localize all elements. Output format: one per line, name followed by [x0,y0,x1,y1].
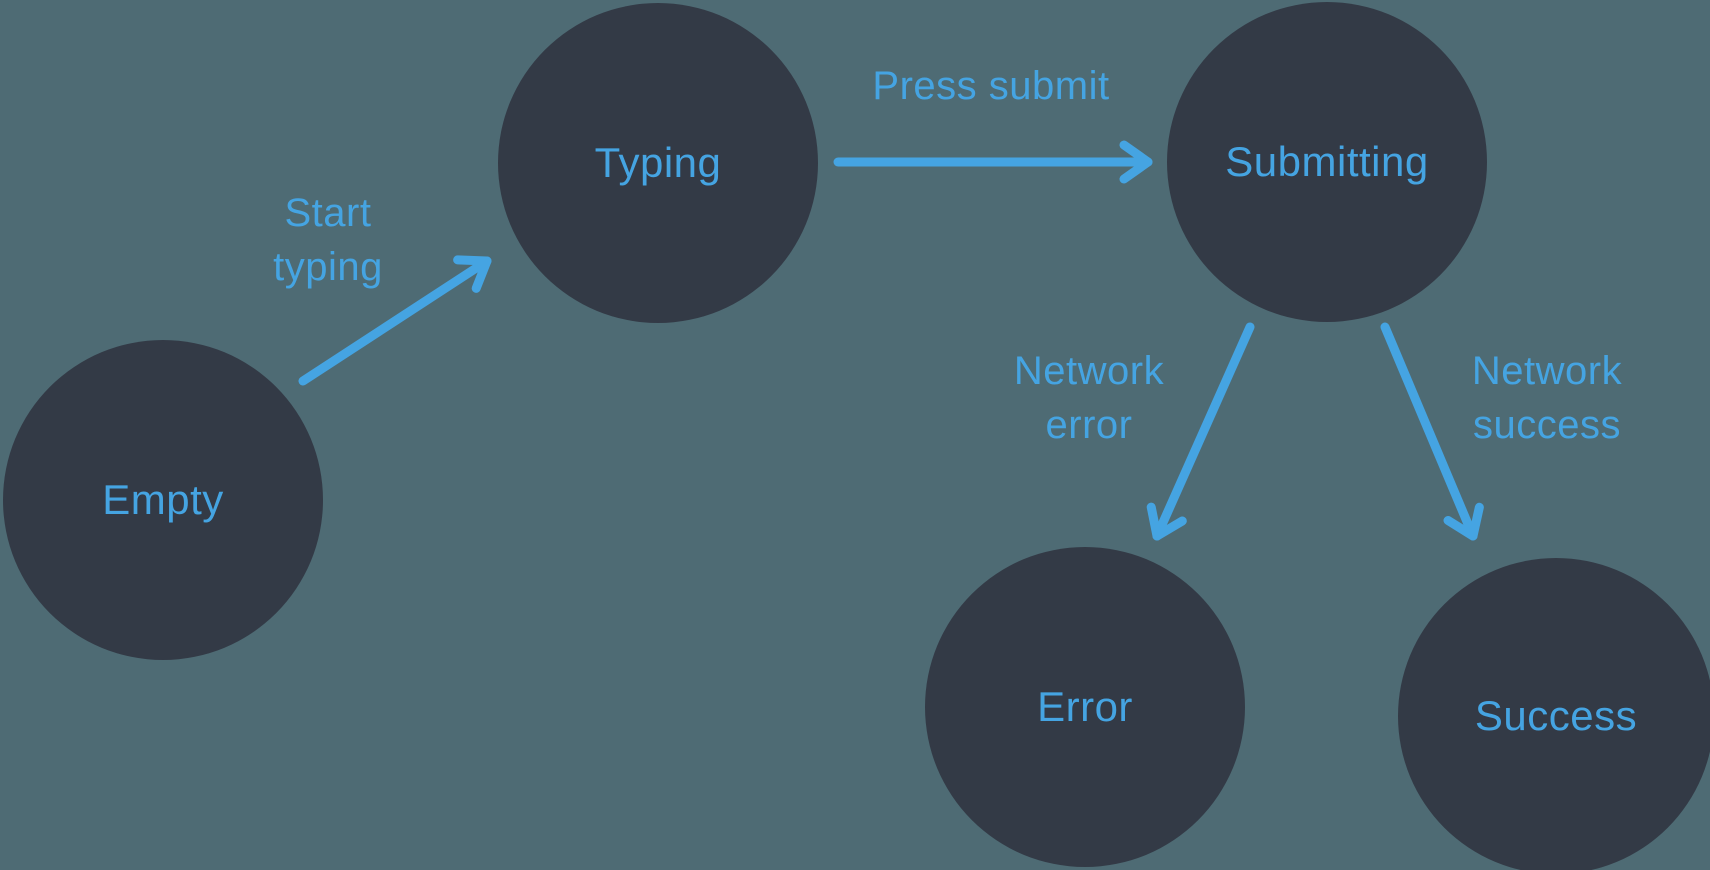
state-node-submitting: Submitting [1167,2,1487,322]
edge-label-network-error: Network error [1013,349,1165,447]
edge-submitting-success [1380,322,1484,541]
edge-empty-typing [298,255,492,386]
state-label-empty: Empty [102,476,224,523]
state-node-error: Error [925,547,1245,867]
edge-label-network-success: Network success [1471,349,1623,447]
state-label-typing: Typing [594,139,722,186]
state-node-success: Success [1398,558,1710,870]
edge-label-press-submit: Press submit [872,64,1110,108]
edge-label-start-typing: Start typing [273,191,383,289]
state-node-typing: Typing [498,3,818,323]
state-label-error: Error [1037,683,1133,730]
state-node-empty: Empty [3,340,323,660]
state-label-submitting: Submitting [1225,138,1429,185]
edge-submitting-error [1146,322,1255,541]
state-label-success: Success [1474,692,1638,739]
